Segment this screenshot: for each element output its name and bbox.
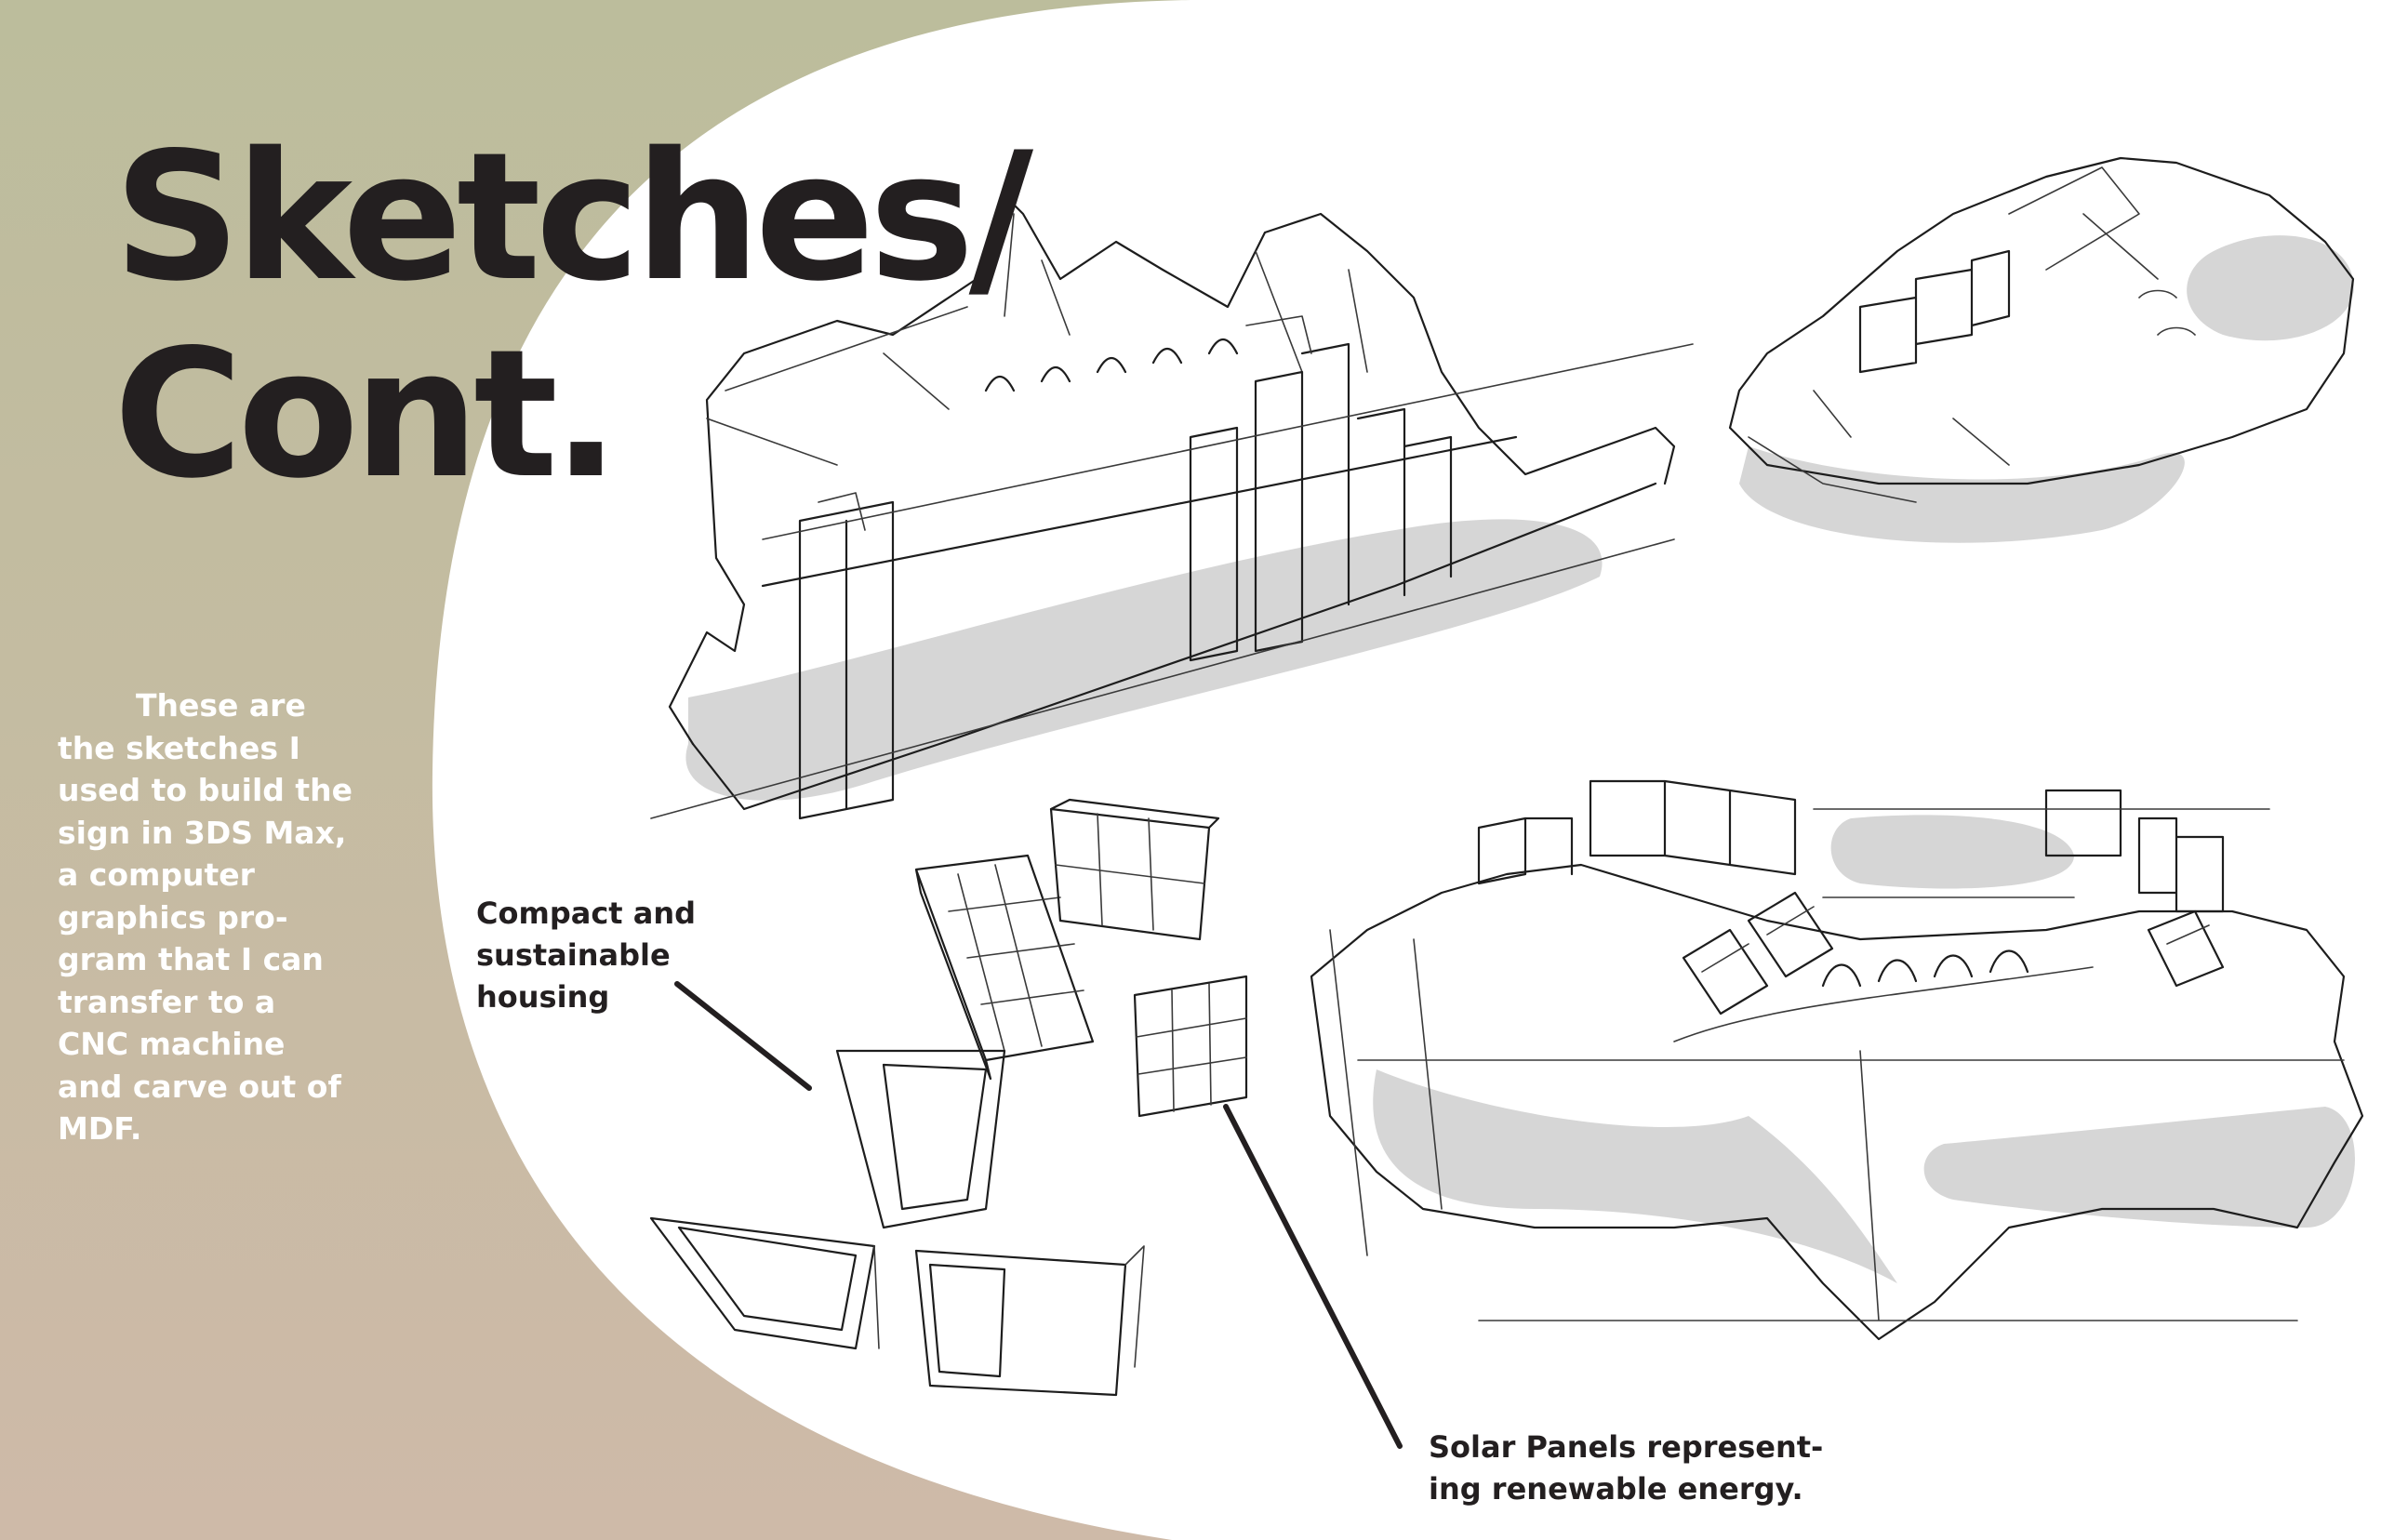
callout-housing-line: housing	[476, 979, 610, 1015]
callout-solar-line: Solar Panels represent-	[1429, 1429, 1824, 1465]
description-line: and carve out of	[58, 1068, 341, 1105]
description-line: used to build the	[58, 772, 353, 808]
title-line-1: Sketches/	[113, 114, 1033, 320]
callout-solar-line: ing renewable energy.	[1429, 1471, 1803, 1507]
leader-line-housing	[674, 981, 812, 1091]
description-line: gram that I can	[58, 941, 324, 977]
title-line-2: Cont.	[113, 312, 619, 517]
description-line: transfer to a	[58, 983, 276, 1020]
description-line: graphics pro-	[58, 898, 288, 936]
callout-solar: Solar Panels represent- ing renewable en…	[1429, 1427, 1823, 1510]
description-line: MDF.	[58, 1110, 142, 1147]
tinted-left-panel	[0, 0, 1190, 1540]
leader-line-solar	[1223, 1104, 1403, 1449]
description-line: the sketches I	[58, 729, 300, 766]
sketch-housing-cubes	[649, 798, 1248, 1397]
callout-housing-line: sustainable	[476, 937, 671, 973]
description-paragraph: These are the sketches I used to build t…	[58, 684, 365, 1150]
description-line: CNC machine	[58, 1026, 286, 1062]
callout-housing-line: Compact and	[476, 896, 696, 931]
description-line: sign in 3DS Max,	[58, 814, 347, 851]
sketch-island-aerial	[1728, 156, 2355, 543]
sketch-mountain-town	[650, 193, 1694, 820]
callout-housing: Compact and sustainable housing	[476, 893, 696, 1018]
description-line: a computer	[58, 856, 255, 893]
sketch-island-solar	[1310, 779, 2364, 1341]
description-line: These are	[136, 687, 306, 724]
page-title: Sketches/ Cont.	[113, 114, 1033, 517]
